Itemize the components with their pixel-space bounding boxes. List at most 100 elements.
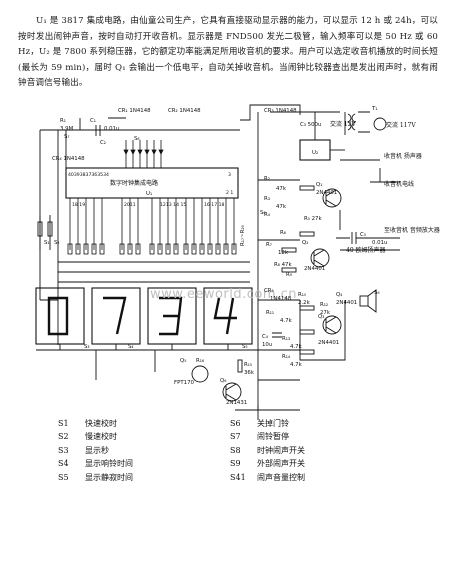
u1-pins-right-top: 3 xyxy=(228,172,231,178)
label-r10: R₁₀ xyxy=(298,292,306,298)
legend-code: S4 xyxy=(58,459,69,469)
label-vac-in: 交流 117V xyxy=(386,121,416,129)
u1-pins-bottom-b: 2011 xyxy=(124,202,136,208)
label-c4-value: 10u xyxy=(262,342,272,348)
label-q3: Q₃ xyxy=(318,314,324,320)
u1-pins-bottom-c: 1213 14 15 xyxy=(160,202,186,208)
label-s1: S₁ xyxy=(44,240,50,246)
label-r15-value: 36k xyxy=(244,370,255,376)
label-r14: R₁₄ xyxy=(282,354,290,360)
u1-pins-bottom-a: 18 19 xyxy=(72,202,85,208)
legend-desc: 时钟闹声开关 xyxy=(257,445,305,455)
label-resistor-bank: R₁₇~R₂₆ xyxy=(240,225,246,246)
label-r2-value: 47k xyxy=(276,186,287,192)
label-r12-value: 27k xyxy=(320,310,331,316)
legend-row: S6 关掉门铃 xyxy=(230,417,390,430)
label-s7: S₇ xyxy=(64,134,70,140)
label-cr4: CR₄ 1N4148 xyxy=(52,156,85,162)
legend-code: S7 xyxy=(230,432,241,442)
label-r3-value: 47k xyxy=(276,204,287,210)
label-r3: R₃ xyxy=(264,196,270,202)
label-q1: Q₁ xyxy=(316,182,322,188)
legend-desc: 显示响铃时间 xyxy=(85,459,133,469)
label-q2: Q₂ xyxy=(302,240,308,246)
legend-code: S8 xyxy=(230,445,241,455)
label-cr3: CR₃ 1N4148 xyxy=(264,108,297,114)
label-cr2: CR₂ 1N4148 xyxy=(168,108,201,114)
label-r13-value: 4.7k xyxy=(290,344,303,350)
legend-desc: 慢速校时 xyxy=(85,432,117,442)
label-r5: R₅ 27k xyxy=(304,216,322,222)
label-q6-type: 2N1431 xyxy=(226,400,247,406)
legend-desc: 关掉门铃 xyxy=(257,419,289,428)
description-text: U₁ 是 3817 集成电路，由仙童公司生产，它具有直接驱动显示器的能力，可以显… xyxy=(18,16,438,89)
u1-pins-right-bottom: 2 1 xyxy=(226,190,233,196)
label-r7-value: 12k xyxy=(278,250,289,256)
label-q6: Q₆ xyxy=(220,378,226,384)
label-r11-value: 4.7k xyxy=(280,318,293,324)
label-c1: C₁ xyxy=(90,118,96,124)
display-digit-0-glyph xyxy=(47,296,69,336)
label-c3: C₃ 500u xyxy=(300,122,321,128)
label-s8: S₈ xyxy=(134,136,140,142)
display-digit-4-glyph xyxy=(213,297,237,335)
u1-pins-bottom-d: 16 17 18 xyxy=(204,202,225,208)
label-cr5: CR₅ xyxy=(264,288,274,294)
label-q5-type: FPT170 xyxy=(174,380,195,386)
label-c5: C₅ xyxy=(360,232,366,238)
description-paragraph: U₁ 是 3817 集成电路，由仙童公司生产，它具有直接驱动显示器的能力，可以显… xyxy=(18,14,438,92)
u1-pin-numbers-left: 40393837363534 xyxy=(68,172,109,178)
legend-column-left: S1 快速校时 S2 慢速校时 S3 显示秒 S4 显示响铃时间 S5 显示静寂时间 xyxy=(58,417,218,484)
legend-row: S3 显示秒 xyxy=(58,444,218,457)
label-r7: R₇ xyxy=(266,242,272,248)
legend-row: S7 闹铃暂停 xyxy=(230,430,390,443)
legend-desc: 快速校时 xyxy=(85,419,117,428)
label-radio-speaker: 收音机 扬声器 xyxy=(384,152,422,160)
label-to-amp: 至收音机 音频放大器 xyxy=(384,226,440,234)
legend-desc: 闹铃暂停 xyxy=(257,432,289,442)
legend-code: S41 xyxy=(230,472,246,482)
legend-desc: 显示静寂时间 xyxy=(85,472,133,482)
legend-row: S4 显示响铃时间 xyxy=(58,457,218,470)
label-c1-value: 0.01u xyxy=(104,126,119,132)
label-s3: S₃ xyxy=(84,344,90,350)
label-q5: Q₅ xyxy=(180,358,186,364)
label-q4: Q₄ xyxy=(336,292,342,298)
label-t1: T₁ xyxy=(371,106,377,112)
label-r12: R₁₂ xyxy=(320,302,328,308)
label-q4-type: 2N4401 xyxy=(336,300,357,306)
legend-code: S6 xyxy=(230,419,241,428)
label-s4: S₄ xyxy=(128,344,134,350)
label-r14-value: 4.7k xyxy=(290,362,303,368)
label-vac-12: 交流 12V xyxy=(330,120,357,128)
legend-code: S5 xyxy=(58,472,69,482)
label-q1-type: 2N4401 xyxy=(316,190,337,196)
legend-code: S2 xyxy=(58,432,69,442)
label-r2: R₂ xyxy=(264,176,270,182)
label-radio-line: 收音机电线 xyxy=(384,180,414,188)
legend-desc: 显示秒 xyxy=(85,445,109,455)
label-alarm-speaker: 40 欧姆扬声器 xyxy=(346,246,386,254)
u1-title: 数字时钟集成电路 xyxy=(110,179,158,187)
legend-row: S1 快速校时 xyxy=(58,417,218,430)
legend-code: S1 xyxy=(58,419,69,428)
label-cr5-type: 1N4148 xyxy=(270,296,292,302)
label-r13: R₁₃ xyxy=(282,336,290,342)
label-r4: R₄ xyxy=(264,212,270,218)
legend-code: S9 xyxy=(230,459,241,469)
label-r15: R₁₅ xyxy=(244,362,252,368)
legend-row: S2 慢速校时 xyxy=(58,430,218,443)
legend-row: S8 时钟闹声开关 xyxy=(230,444,390,457)
label-r10-value: 2.2k xyxy=(298,300,311,306)
label-c4: C₄ xyxy=(262,334,268,340)
watermark: www.eeworld.com.cn xyxy=(150,287,297,302)
legend-desc: 闹声音量控制 xyxy=(257,472,305,482)
label-r1: R₁ xyxy=(60,118,66,124)
label-r11: R₁₁ xyxy=(266,310,274,316)
u1-designator: U₁ xyxy=(146,191,152,197)
legend-code: S3 xyxy=(58,445,69,455)
switch-legend: S1 快速校时 S2 慢速校时 S3 显示秒 S4 显示响铃时间 S5 显示静寂时间 S6… xyxy=(58,417,398,487)
legend-row: S5 显示静寂时间 xyxy=(58,471,218,484)
